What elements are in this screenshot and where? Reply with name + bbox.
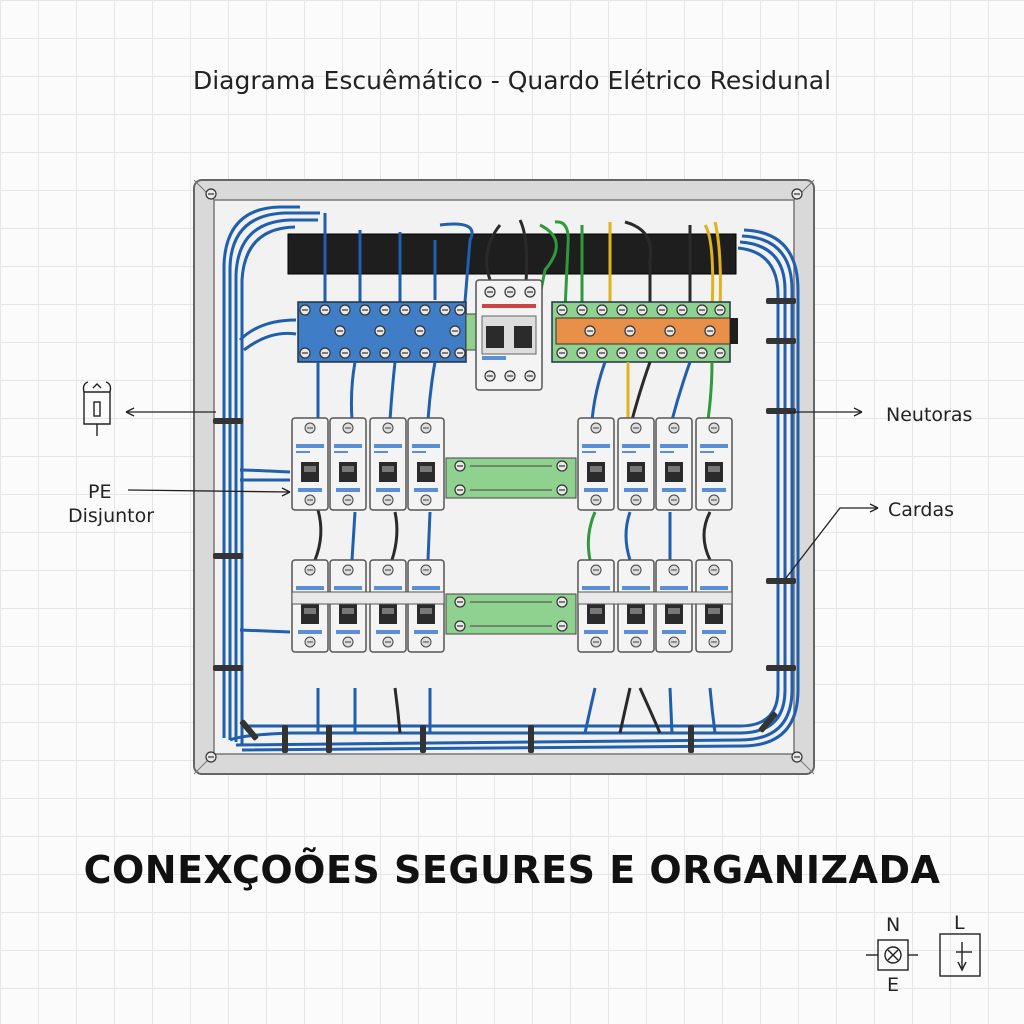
cable-harness	[222, 205, 800, 752]
cable-ties	[213, 298, 796, 753]
blue-terminal-bus	[297, 301, 477, 363]
neutral-earth-symbol-icon	[866, 939, 918, 971]
neutral-ground-bus	[551, 301, 738, 363]
label-neutoras: Neutoras	[886, 404, 973, 426]
fuse-icon	[82, 381, 112, 436]
label-disjuntor: Disjuntor	[68, 505, 155, 527]
line-symbol-icon	[939, 933, 981, 977]
headline: CONEXÇOÕES SEGURES E ORGANIZADA	[83, 848, 941, 892]
legend-n: N	[886, 914, 901, 936]
legend-e: E	[887, 974, 900, 996]
diagram-title: Diagrama Escuêmático - Quardo Elétrico R…	[192, 66, 832, 95]
bus-to-breaker-wires	[313, 361, 717, 734]
label-pe: PE	[88, 481, 112, 503]
legend-l: L	[954, 912, 965, 934]
callout-lines	[125, 407, 879, 579]
label-cardas: Cardas	[888, 499, 954, 521]
breaker-group-bottom-left	[291, 559, 445, 653]
breaker-group-bottom-right	[577, 559, 733, 653]
din-rail-links	[445, 457, 577, 635]
din-rail-top	[287, 233, 737, 275]
main-breaker	[475, 279, 543, 391]
